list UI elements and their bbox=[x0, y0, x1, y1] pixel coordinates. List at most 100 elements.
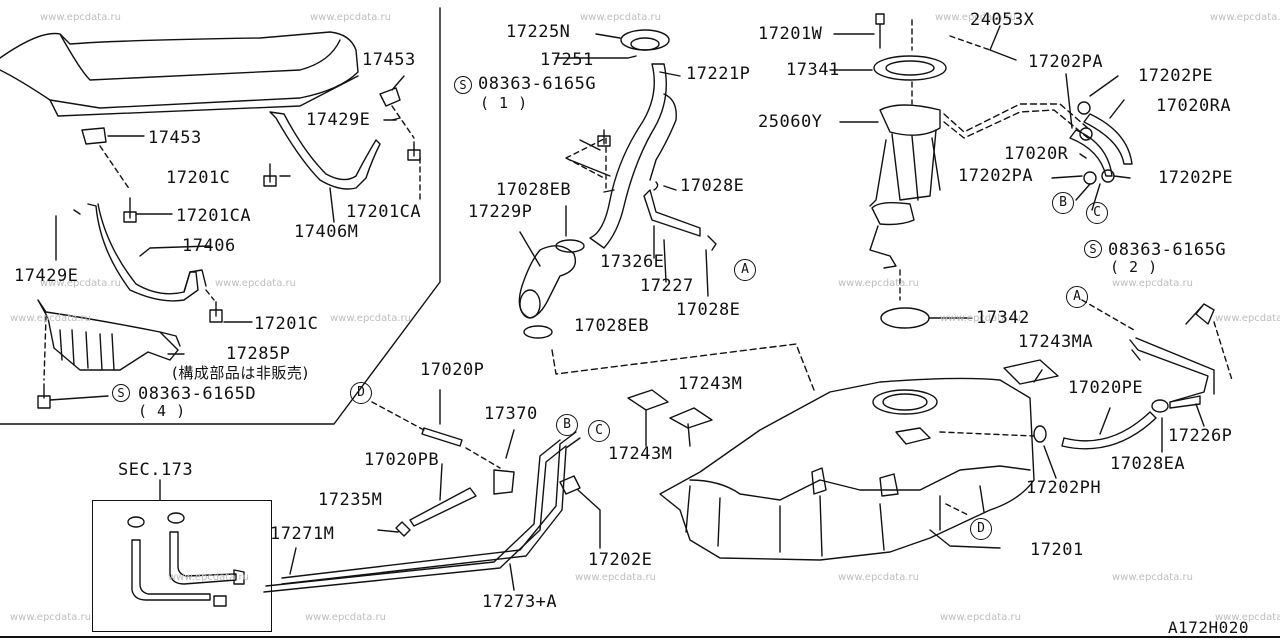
part-label-17202pe-a[interactable]: 17202PE bbox=[1138, 66, 1214, 86]
connection-marker-d: D bbox=[350, 382, 372, 404]
connection-marker-d: D bbox=[970, 518, 992, 540]
part-label-17202ph[interactable]: 17202PH bbox=[1026, 478, 1102, 498]
connection-marker-c: C bbox=[588, 420, 610, 442]
part-label-17020ra[interactable]: 17020RA bbox=[1156, 96, 1232, 116]
body-floor-panel bbox=[0, 31, 359, 109]
hose-17020ra bbox=[1083, 113, 1133, 165]
part-label-08363-6165d[interactable]: 08363-6165D bbox=[138, 384, 257, 404]
part-label-17406m[interactable]: 17406M bbox=[294, 222, 359, 242]
part-label-17201c-a[interactable]: 17201C bbox=[166, 168, 231, 188]
part-label-17453-left[interactable]: 17453 bbox=[148, 128, 202, 148]
part-label-17201ca-b[interactable]: 17201CA bbox=[176, 206, 252, 226]
sec173-inset-box bbox=[92, 500, 272, 632]
gasket-17341 bbox=[873, 55, 947, 81]
bracket-17370 bbox=[493, 469, 515, 495]
watermark: www.epcdata.ru bbox=[1210, 12, 1280, 23]
part-label-17201w[interactable]: 17201W bbox=[758, 24, 823, 44]
not-sold-separately-note: (構成部品は非販売) bbox=[172, 364, 309, 382]
connection-marker-b: B bbox=[1052, 192, 1074, 214]
hose-17020pb bbox=[409, 487, 477, 527]
part-label-17243m-b[interactable]: 17243M bbox=[608, 444, 673, 464]
part-label-17202pa-a[interactable]: 17202PA bbox=[1028, 52, 1104, 72]
part-label-17028eb-top[interactable]: 17028EB bbox=[496, 180, 572, 200]
quantity-label-4: ( 4 ) bbox=[138, 402, 186, 420]
part-label-17020r[interactable]: 17020R bbox=[1004, 144, 1069, 164]
part-label-17341[interactable]: 17341 bbox=[786, 60, 840, 80]
connection-marker-a: A bbox=[734, 259, 756, 281]
watermark: www.epcdata.ru bbox=[310, 12, 391, 23]
watermark: www.epcdata.ru bbox=[215, 278, 296, 289]
part-label-17429e-b[interactable]: 17429E bbox=[14, 266, 79, 286]
label-17243ma bbox=[1003, 359, 1059, 385]
part-label-17201[interactable]: 17201 bbox=[1030, 540, 1084, 560]
part-label-17221p[interactable]: 17221P bbox=[686, 64, 751, 84]
bottom-border-line bbox=[0, 636, 1280, 638]
watermark: www.epcdata.ru bbox=[575, 572, 656, 583]
screw-symbol-s-icon: S bbox=[454, 76, 472, 94]
filler-cap-17225n bbox=[620, 29, 670, 51]
watermark: www.epcdata.ru bbox=[40, 278, 121, 289]
part-label-17243m-a[interactable]: 17243M bbox=[678, 374, 743, 394]
watermark: www.epcdata.ru bbox=[580, 12, 661, 23]
gasket-17342 bbox=[880, 307, 930, 329]
section-reference-sec173[interactable]: SEC.173 bbox=[118, 460, 194, 480]
part-label-08363-6165g-1[interactable]: 08363-6165G bbox=[478, 74, 597, 94]
part-label-17243ma[interactable]: 17243MA bbox=[1018, 332, 1094, 352]
part-label-17028eb-bot[interactable]: 17028EB bbox=[574, 316, 650, 336]
strap-17406m bbox=[269, 111, 381, 190]
hose-17229p bbox=[518, 245, 577, 319]
part-label-17020pe[interactable]: 17020PE bbox=[1068, 378, 1144, 398]
line-17273a bbox=[263, 445, 567, 593]
connection-marker-b: B bbox=[556, 414, 578, 436]
part-label-17201ca-a[interactable]: 17201CA bbox=[346, 202, 422, 222]
strap-17406 bbox=[87, 203, 199, 302]
screw-symbol-s-icon: S bbox=[1084, 240, 1102, 258]
part-label-17251[interactable]: 17251 bbox=[540, 50, 594, 70]
part-label-17227[interactable]: 17227 bbox=[640, 276, 694, 296]
quantity-label-2: ( 2 ) bbox=[1110, 258, 1158, 276]
part-label-17235m[interactable]: 17235M bbox=[318, 490, 383, 510]
watermark: www.epcdata.ru bbox=[1215, 612, 1280, 623]
part-label-25060y[interactable]: 25060Y bbox=[758, 112, 823, 132]
watermark: www.epcdata.ru bbox=[935, 12, 1016, 23]
watermark: www.epcdata.ru bbox=[40, 12, 121, 23]
line-17271m bbox=[281, 431, 577, 579]
hose-17020pe bbox=[1061, 411, 1157, 450]
part-label-17225n[interactable]: 17225N bbox=[506, 22, 571, 42]
left-panel-frame bbox=[0, 7, 441, 425]
part-label-17273a[interactable]: 17273+A bbox=[482, 592, 558, 612]
watermark: www.epcdata.ru bbox=[10, 313, 91, 324]
part-label-24053x[interactable]: 24053X bbox=[970, 10, 1035, 30]
part-label-17202pa-b[interactable]: 17202PA bbox=[958, 166, 1034, 186]
figure-code: A172H020 bbox=[1168, 618, 1250, 637]
filler-tube-17221p bbox=[589, 63, 667, 249]
bracket-17453-left bbox=[81, 127, 107, 145]
fuel-tank-17201 bbox=[659, 377, 1035, 561]
part-label-17020p[interactable]: 17020P bbox=[420, 360, 485, 380]
part-label-17226p[interactable]: 17226P bbox=[1168, 426, 1233, 446]
part-label-17406[interactable]: 17406 bbox=[182, 236, 236, 256]
connection-marker-c: C bbox=[1086, 202, 1108, 224]
part-label-17028e-mid[interactable]: 17028E bbox=[676, 300, 741, 320]
part-label-17326e[interactable]: 17326E bbox=[600, 252, 665, 272]
part-label-17453-right[interactable]: 17453 bbox=[362, 50, 416, 70]
part-label-17202e[interactable]: 17202E bbox=[588, 550, 653, 570]
part-label-17028e-top[interactable]: 17028E bbox=[680, 176, 745, 196]
part-label-17201c-b[interactable]: 17201C bbox=[254, 314, 319, 334]
label-17243m bbox=[627, 389, 669, 411]
part-label-17370[interactable]: 17370 bbox=[484, 404, 538, 424]
part-label-08363-6165g-2[interactable]: 08363-6165G bbox=[1108, 240, 1227, 260]
part-label-17028ea[interactable]: 17028EA bbox=[1110, 454, 1186, 474]
watermark: www.epcdata.ru bbox=[1215, 313, 1280, 324]
part-label-17202pe-b[interactable]: 17202PE bbox=[1158, 168, 1234, 188]
watermark: www.epcdata.ru bbox=[940, 313, 1021, 324]
watermark: www.epcdata.ru bbox=[1112, 278, 1193, 289]
part-label-17429e-a[interactable]: 17429E bbox=[306, 110, 371, 130]
part-label-17271m[interactable]: 17271M bbox=[270, 524, 335, 544]
watermark: www.epcdata.ru bbox=[305, 612, 386, 623]
part-label-17020pb[interactable]: 17020PB bbox=[364, 450, 440, 470]
part-label-17342[interactable]: 17342 bbox=[976, 308, 1030, 328]
part-label-17285p[interactable]: 17285P bbox=[226, 344, 291, 364]
part-label-17229p[interactable]: 17229P bbox=[468, 202, 533, 222]
